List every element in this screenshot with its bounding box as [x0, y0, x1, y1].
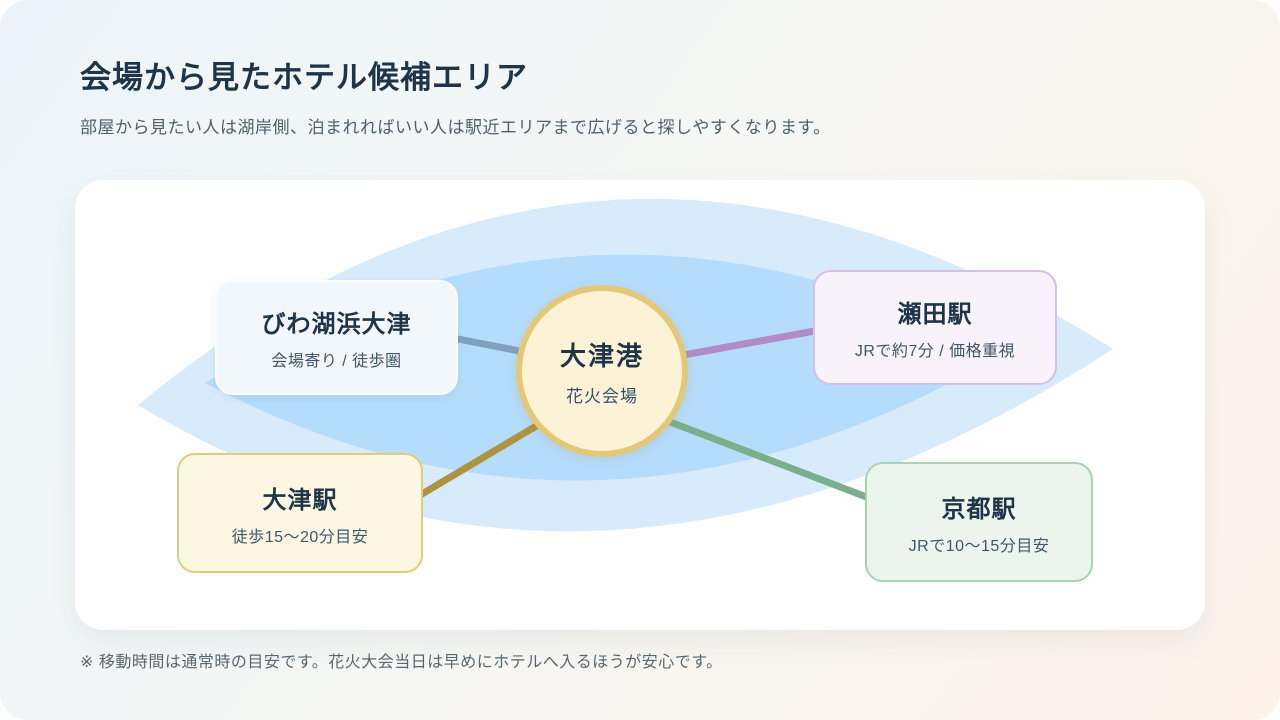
center-node-otsu-port: 大津港 花火会場: [516, 285, 688, 457]
node-otsu-station: 大津駅 徒歩15〜20分目安: [177, 453, 423, 573]
node-title: 京都駅: [941, 495, 1017, 523]
node-title: 大津駅: [262, 486, 338, 514]
node-biwako-hamaotsu: びわ湖浜大津 会場寄り / 徒歩圏: [215, 280, 458, 395]
node-seta-station: 瀬田駅 JRで約7分 / 価格重視: [813, 270, 1057, 385]
center-node-subtitle: 花火会場: [566, 386, 638, 406]
node-subtitle: 徒歩15〜20分目安: [231, 528, 369, 546]
connector-kyoto-line: [661, 416, 881, 505]
node-subtitle: 会場寄り / 徒歩圏: [271, 353, 402, 370]
page-title: 会場から見たホテル候補エリア: [80, 60, 528, 95]
page-subtitle: 部屋から見たい人は湖岸側、泊まれればいい人は駅近エリアまで広げると探しやすくなり…: [80, 118, 831, 137]
node-subtitle: JRで約7分 / 価格重視: [854, 343, 1016, 360]
node-kyoto-station: 京都駅 JRで10〜15分目安: [865, 462, 1093, 582]
node-subtitle: JRで10〜15分目安: [908, 537, 1050, 555]
node-title: びわ湖浜大津: [261, 311, 412, 338]
footnote: ※ 移動時間は通常時の目安です。花火大会当日は早めにホテルへ入るほうが安心です。: [80, 654, 723, 671]
diagram-card: 大津港 花火会場 びわ湖浜大津 会場寄り / 徒歩圏 瀬田駅 JRで約7分 / …: [75, 180, 1205, 630]
connector-seta-line: [669, 326, 824, 361]
connector-otsu-line: [413, 412, 557, 501]
node-title: 瀬田駅: [897, 301, 973, 328]
center-node-title: 大津港: [559, 340, 644, 371]
